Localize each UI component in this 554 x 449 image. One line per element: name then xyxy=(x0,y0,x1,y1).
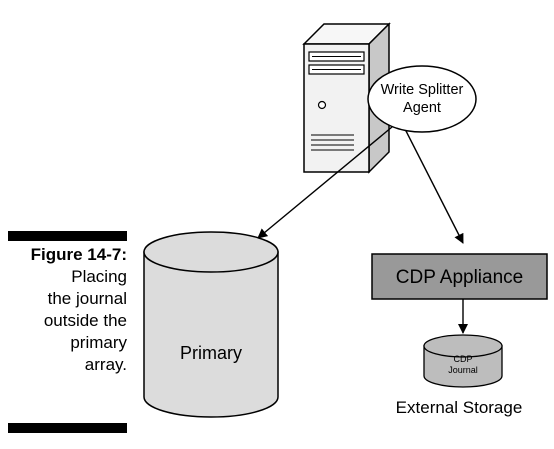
write-splitter-agent: Write Splitter Agent xyxy=(367,65,477,133)
primary-label: Primary xyxy=(180,343,242,363)
journal-cylinder-body xyxy=(423,345,503,388)
primary-cylinder-top xyxy=(143,231,279,273)
cdp-appliance: CDP Appliance xyxy=(371,253,548,300)
journal-label-line-1: CDP xyxy=(453,354,472,364)
caption-line: Placing xyxy=(71,267,127,286)
primary-cylinder-body xyxy=(143,251,279,418)
figure-number: Figure 14-7: xyxy=(30,245,127,264)
server-front-face xyxy=(303,43,370,173)
caption-line: primary xyxy=(70,333,127,352)
caption-line: array. xyxy=(84,355,127,374)
external-storage-label: External Storage xyxy=(396,398,523,417)
journal-label-line-2: Journal xyxy=(448,365,478,375)
caption-line: the journal xyxy=(47,289,127,308)
agent-to-appliance-arrow xyxy=(403,126,464,244)
appliance-label: CDP Appliance xyxy=(396,267,523,288)
caption-line: outside the xyxy=(43,311,127,330)
agent-label-line-1: Write Splitter xyxy=(381,82,464,98)
cdp-journal-cylinder: CDP Journal xyxy=(423,334,503,388)
agent-to-primary-arrow xyxy=(257,126,393,239)
figure-caption: Figure 14-7: Placing the journal outside… xyxy=(8,244,127,376)
agent-label-line-2: Agent xyxy=(403,100,441,116)
primary-storage-cylinder: Primary xyxy=(143,231,279,418)
caption-bottom-rule xyxy=(8,423,127,433)
caption-top-rule xyxy=(8,231,127,241)
cdp-appliance-box xyxy=(371,253,548,300)
journal-cylinder-top xyxy=(423,334,503,358)
